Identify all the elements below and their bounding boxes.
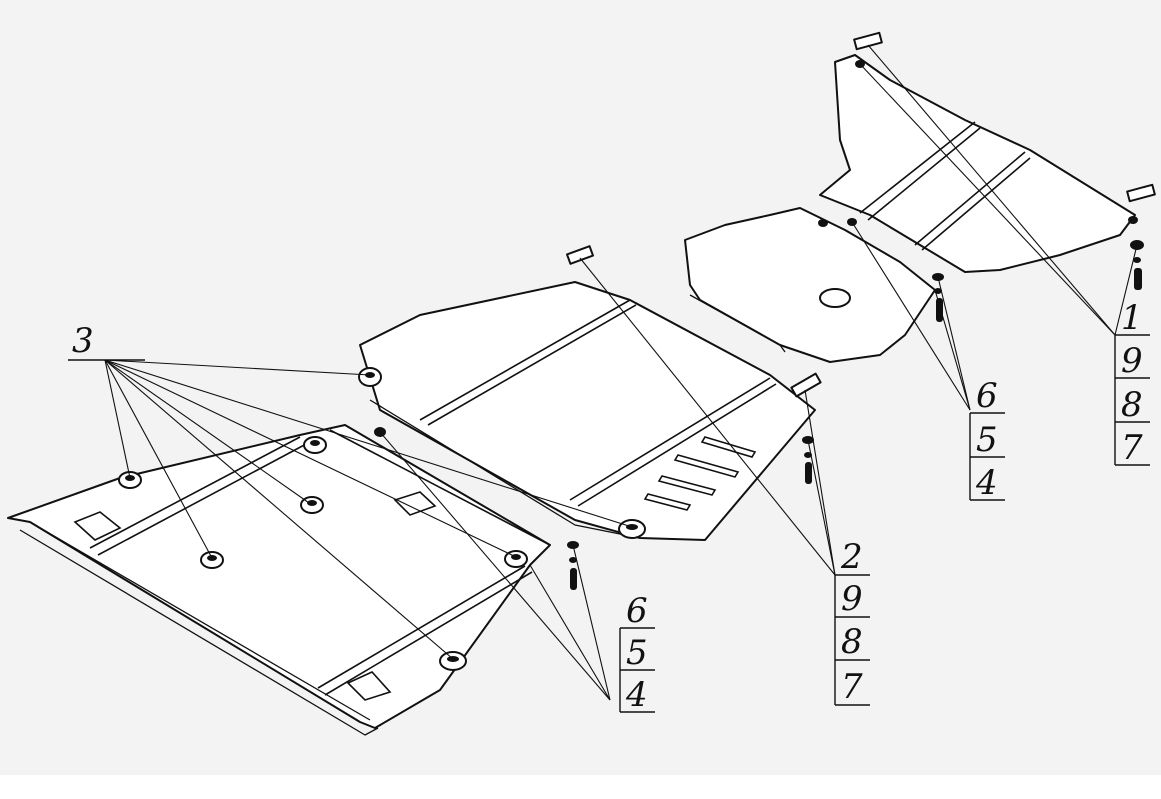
weld-nut	[358, 367, 382, 387]
callout-a-label: 3	[72, 321, 94, 361]
callout-d-item-2: 4	[975, 463, 998, 503]
bolt	[1134, 268, 1142, 290]
callout-e-item-0: 1	[1121, 298, 1143, 338]
washer	[804, 452, 812, 458]
callout-b-item-0: 6	[626, 591, 648, 631]
callout-c-item-1: 9	[841, 579, 863, 619]
callout-e: 1 9 8 7	[1114, 298, 1150, 468]
callout-c-item-2: 8	[841, 622, 863, 662]
bracket	[1126, 183, 1156, 203]
callout-d-item-1: 5	[976, 420, 998, 460]
bracket	[790, 372, 822, 398]
callout-b: 6 5 4	[619, 591, 655, 715]
weld-nut	[118, 471, 142, 489]
slot-center	[393, 491, 437, 516]
vent-slot	[700, 436, 757, 458]
bolt	[936, 298, 943, 322]
leader-lines	[104, 44, 1138, 701]
slot-left	[73, 511, 122, 541]
bolt	[570, 568, 577, 590]
callout-c-item-3: 7	[841, 667, 863, 707]
weld-nut	[504, 550, 528, 568]
callout-e-item-2: 8	[1121, 385, 1143, 425]
callout-b-item-2: 4	[625, 675, 648, 715]
callout-b-item-1: 5	[626, 633, 648, 673]
washer	[1133, 257, 1141, 263]
callout-e-item-1: 9	[1121, 341, 1143, 381]
vent-slot	[673, 454, 740, 478]
slot-front	[346, 671, 392, 701]
weld-nut	[618, 519, 646, 539]
rear-skid-plate	[819, 31, 1156, 290]
weld-nut	[200, 551, 224, 569]
callout-a: 3	[68, 321, 145, 361]
middle-skid-plate	[358, 245, 822, 590]
callout-d-item-0: 6	[976, 376, 998, 416]
callout-e-item-3: 7	[1121, 428, 1143, 468]
front-skid-plate	[7, 424, 551, 736]
bolt	[805, 462, 812, 484]
transmission-skid-plate	[684, 207, 944, 363]
washer	[818, 219, 828, 227]
drain-hole	[819, 288, 851, 308]
vent-slot	[643, 493, 692, 511]
washer	[1128, 216, 1138, 224]
vent-slot	[657, 475, 717, 496]
weld-nut	[439, 651, 467, 671]
bottom-strip	[0, 775, 1161, 799]
callout-c: 2 9 8 7	[834, 537, 870, 707]
washer	[855, 60, 865, 68]
washer	[569, 557, 577, 563]
callout-d: 6 5 4	[969, 376, 1005, 503]
weld-nut	[303, 436, 327, 454]
callout-c-item-0: 2	[840, 537, 863, 577]
